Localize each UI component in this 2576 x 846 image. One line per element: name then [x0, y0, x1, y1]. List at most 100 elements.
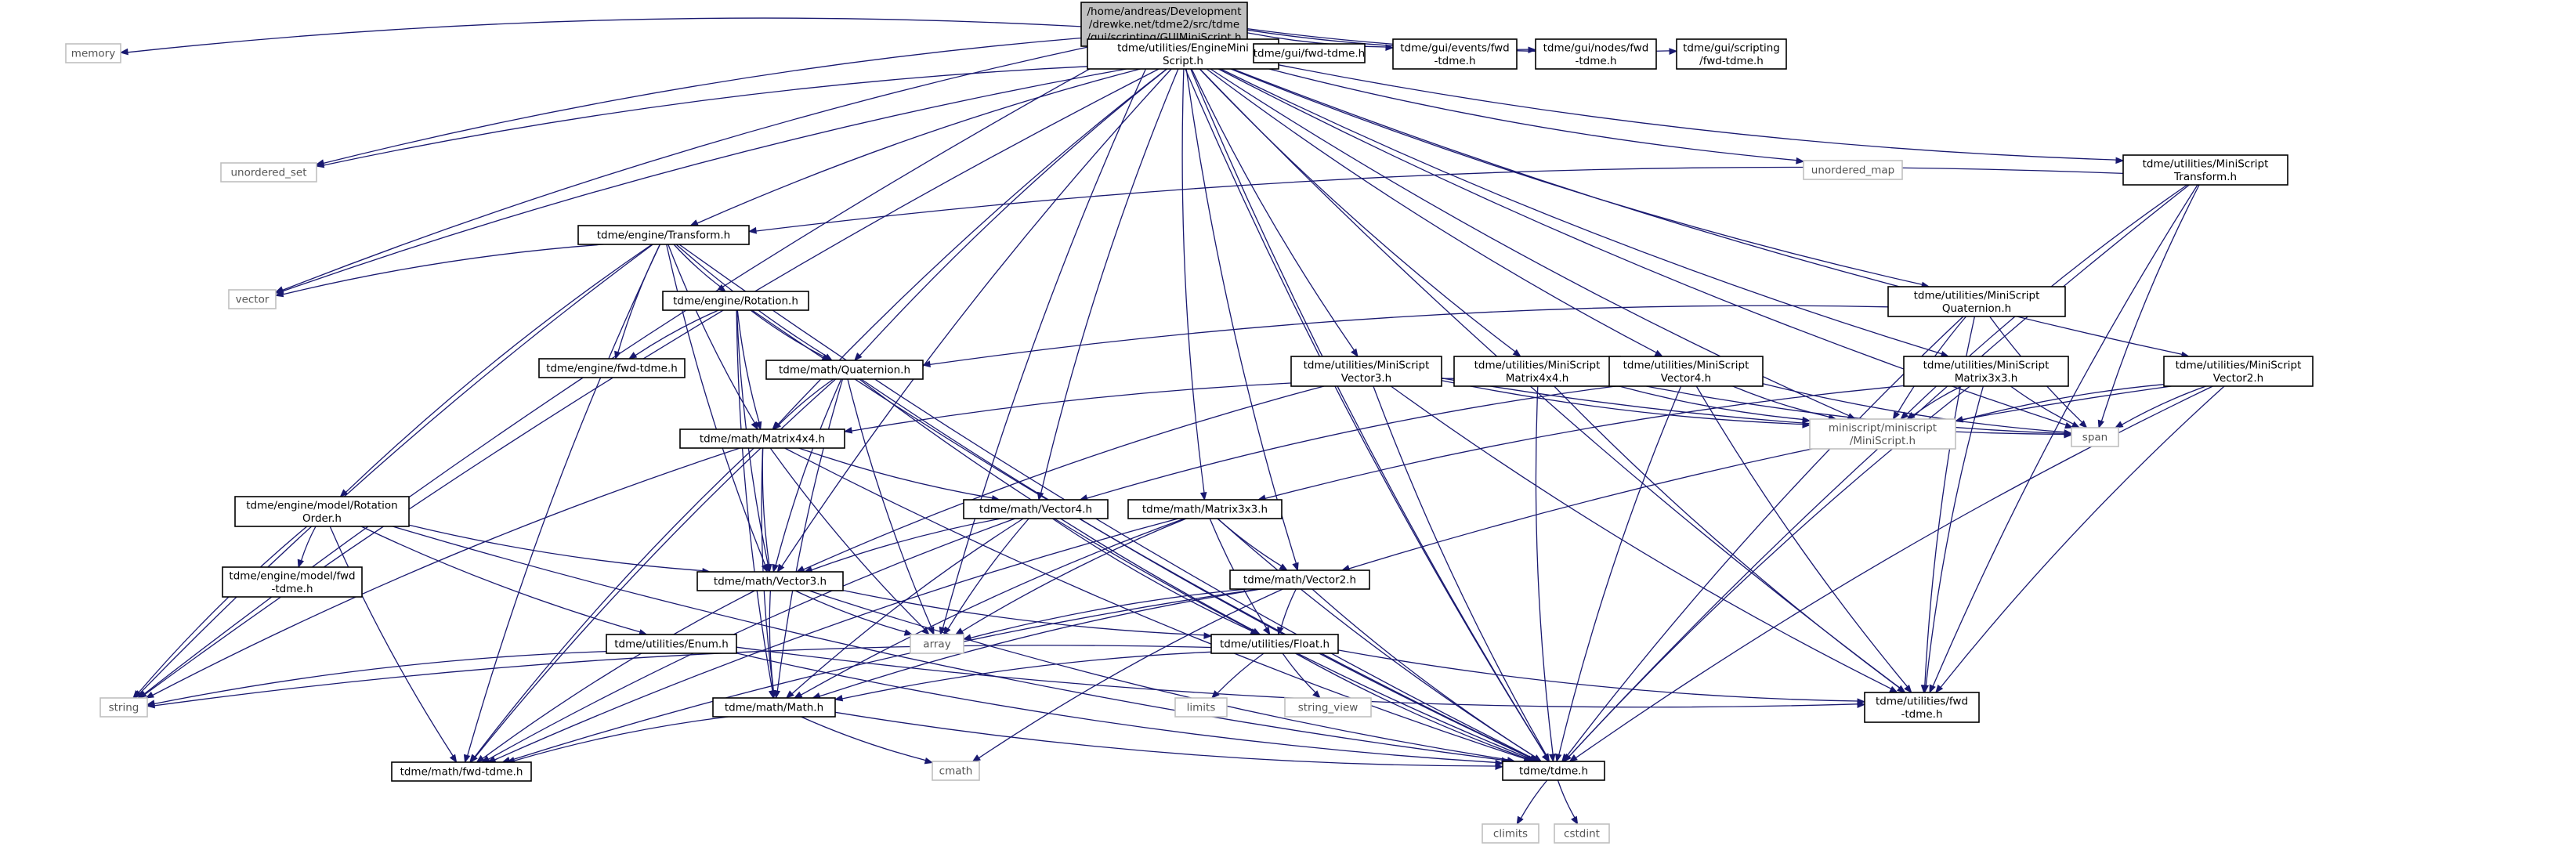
- node-box: [932, 761, 980, 781]
- edge-line: [1191, 68, 1355, 351]
- edge-arrowhead: [1796, 157, 1805, 164]
- include-edge: [939, 45, 1157, 636]
- include-edge: [954, 518, 1187, 635]
- include-edge: [2010, 385, 2081, 428]
- include-edge: [962, 588, 1247, 641]
- node-box: [99, 697, 148, 718]
- node-box: [1903, 356, 2069, 387]
- include-edge: [769, 590, 776, 700]
- node-label: tdme/engine/model/Rotation: [246, 499, 398, 512]
- edge-line: [1558, 385, 1682, 755]
- node-math-quaternion[interactable]: tdme/math/Quaternion.h: [765, 360, 924, 380]
- node-math-vector3[interactable]: tdme/math/Vector3.h: [696, 571, 844, 591]
- node-box: [65, 43, 121, 63]
- node-math-matrix4x4[interactable]: tdme/math/Matrix4x4.h: [679, 428, 845, 449]
- node-label: tdme/math/Matrix3x3.h: [1142, 504, 1268, 516]
- include-edge: [360, 526, 648, 636]
- node-engine-transform[interactable]: tdme/engine/Transform.h: [577, 225, 750, 245]
- node-string-view: string_view: [1284, 697, 1372, 718]
- edge-line: [860, 378, 1532, 759]
- edge-arrowhead: [274, 290, 284, 298]
- edge-line: [762, 447, 770, 566]
- node-math-math[interactable]: tdme/math/Math.h: [712, 697, 836, 718]
- edge-arrowhead: [1954, 415, 1964, 423]
- node-utilities-fwd[interactable]: tdme/utilities/fwd-tdme.h: [1864, 692, 1980, 723]
- node-math-vector4[interactable]: tdme/math/Vector4.h: [963, 499, 1109, 519]
- node-gui-events-fwd[interactable]: tdme/gui/events/fwd-tdme.h: [1392, 38, 1518, 70]
- include-edge: [1217, 518, 1289, 571]
- include-edge: [119, 17, 1082, 56]
- edge-line: [791, 518, 1024, 695]
- include-edge: [834, 711, 1504, 771]
- include-edge: [1554, 385, 1906, 693]
- edge-arrowhead: [339, 489, 349, 497]
- node-label: /home/andreas/Development: [1087, 5, 1241, 18]
- node-label: tdme/math/Vector3.h: [714, 576, 827, 588]
- edge-arrowhead: [1571, 815, 1579, 826]
- edge-line: [1199, 68, 1516, 352]
- edge-arrowhead: [747, 226, 757, 234]
- edge-line: [360, 526, 641, 633]
- node-engine-model-fwd[interactable]: tdme/engine/model/fwd-tdme.h: [222, 566, 363, 598]
- edge-arrowhead: [1312, 690, 1321, 699]
- include-edge: [2114, 385, 2206, 428]
- edge-line: [635, 309, 719, 356]
- node-label: unordered_map: [1811, 164, 1894, 177]
- node-math-vector2[interactable]: tdme/math/Vector2.h: [1229, 569, 1370, 590]
- edge-arrowhead: [2064, 421, 2074, 429]
- include-edge: [747, 166, 2124, 234]
- edge-line: [668, 244, 755, 424]
- node-label: Order.h: [302, 512, 342, 525]
- include-edge: [971, 588, 1283, 762]
- node-box: [222, 566, 363, 598]
- edge-arrowhead: [2114, 421, 2124, 428]
- edge-arrowhead: [463, 754, 471, 764]
- include-edge: [1563, 184, 2190, 762]
- edge-line: [1962, 384, 2165, 421]
- node-box: [538, 358, 686, 378]
- edge-line: [514, 716, 729, 761]
- node-utilities-float[interactable]: tdme/utilities/Float.h: [1210, 634, 1339, 654]
- node-engine-fwd[interactable]: tdme/engine/fwd-tdme.h: [538, 358, 686, 378]
- node-math-matrix3x3[interactable]: tdme/math/Matrix3x3.h: [1127, 499, 1283, 519]
- edge-arrowhead: [1568, 754, 1578, 762]
- include-edge: [769, 447, 930, 635]
- node-box: [1284, 697, 1372, 718]
- node-math-fwd[interactable]: tdme/math/fwd-tdme.h: [391, 761, 532, 782]
- node-utilities-enum[interactable]: tdme/utilities/Enum.h: [606, 634, 737, 654]
- edge-arrowhead: [2079, 420, 2088, 428]
- node-engine-rotation[interactable]: tdme/engine/Rotation.h: [662, 291, 809, 311]
- include-edge: [476, 590, 755, 763]
- include-edge: [812, 588, 1261, 700]
- edge-line: [775, 378, 842, 566]
- include-edge: [1554, 385, 1682, 763]
- edge-line: [482, 590, 755, 759]
- edge-line: [1268, 68, 1797, 161]
- node-label: miniscript/miniscript: [1829, 421, 1937, 434]
- node-tdme-h[interactable]: tdme/tdme.h: [1502, 761, 1605, 781]
- node-box: [391, 761, 532, 782]
- edge-arrowhead: [853, 352, 863, 361]
- include-edge: [132, 526, 308, 700]
- node-gui-fwd[interactable]: tdme/gui/fwd-tdme.h: [1253, 43, 1366, 63]
- node-cstdint: cstdint: [1554, 823, 1610, 844]
- edge-line: [961, 518, 1187, 632]
- node-gui-nodes-fwd[interactable]: tdme/gui/nodes/fwd-tdme.h: [1535, 38, 1657, 70]
- node-gui-scripting-fwd[interactable]: tdme/gui/scripting/fwd-tdme.h: [1676, 38, 1787, 70]
- node-layer: /home/andreas/Development/drewke.net/tdm…: [65, 2, 2314, 844]
- edge-arrowhead: [1935, 684, 1944, 694]
- edge-arrowhead: [449, 754, 458, 764]
- include-edge: [1257, 385, 1905, 501]
- node-label: Vector4.h: [1661, 372, 1711, 385]
- edge-line: [1391, 385, 1892, 689]
